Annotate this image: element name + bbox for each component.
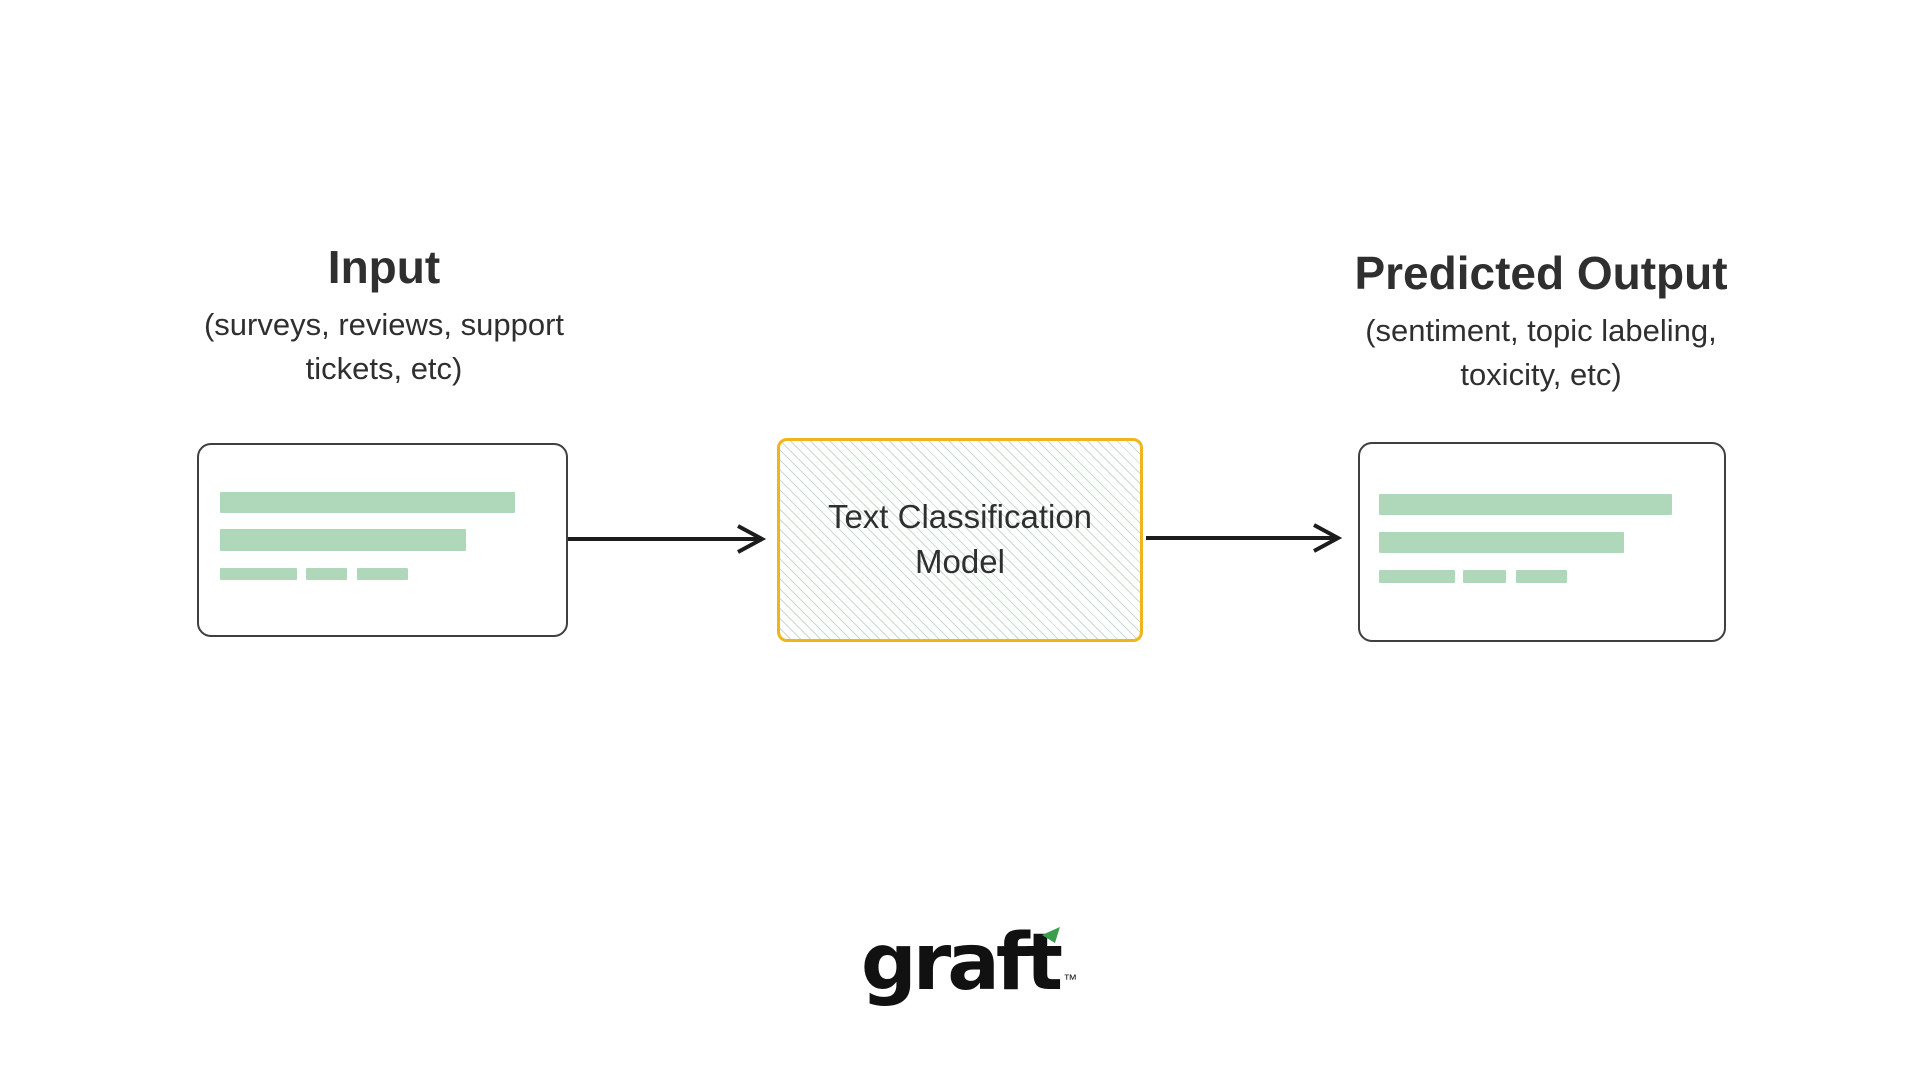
text-line-bar bbox=[1516, 570, 1567, 583]
graft-logo: graft ™ bbox=[861, 924, 1077, 1002]
output-title: Predicted Output bbox=[1354, 247, 1728, 299]
output-subtitle-line-1: (sentiment, topic labeling, bbox=[1365, 312, 1717, 348]
text-line-bar bbox=[1379, 570, 1455, 583]
output-document-box bbox=[1358, 442, 1726, 642]
output-subtitle-line-2: toxicity, etc) bbox=[1460, 357, 1622, 393]
text-line-bar bbox=[220, 529, 466, 551]
model-label-line-1: Text Classification bbox=[827, 498, 1093, 536]
input-document-box bbox=[197, 443, 568, 637]
model-box: Text Classification Model bbox=[777, 438, 1143, 642]
input-header: Input (surveys, reviews, support tickets… bbox=[204, 238, 564, 392]
text-line-bar bbox=[1379, 494, 1672, 515]
text-line-bar bbox=[306, 568, 347, 580]
text-line-bar bbox=[220, 492, 515, 513]
output-subtitle: (sentiment, topic labeling, toxicity, et… bbox=[1354, 309, 1727, 398]
leaf-triangle-icon bbox=[1042, 927, 1061, 943]
input-subtitle-line-1: (surveys, reviews, support bbox=[203, 306, 565, 342]
model-label-line-2: Model bbox=[915, 543, 1005, 580]
input-subtitle: (surveys, reviews, support tickets, etc) bbox=[204, 303, 564, 392]
text-line-bar bbox=[1379, 532, 1624, 553]
model-label: Text Classification Model bbox=[828, 495, 1092, 585]
input-subtitle-line-2: tickets, etc) bbox=[305, 351, 463, 387]
arrow-model-to-output bbox=[1146, 523, 1343, 553]
output-header: Predicted Output (sentiment, topic label… bbox=[1354, 244, 1727, 398]
input-title: Input bbox=[327, 241, 441, 293]
text-line-bar bbox=[357, 568, 408, 580]
text-line-bar bbox=[220, 568, 297, 580]
graft-logo-text: graft bbox=[860, 918, 1063, 1008]
arrow-input-to-model bbox=[568, 524, 767, 554]
trademark-symbol: ™ bbox=[1063, 971, 1078, 987]
text-line-bar bbox=[1463, 570, 1506, 583]
